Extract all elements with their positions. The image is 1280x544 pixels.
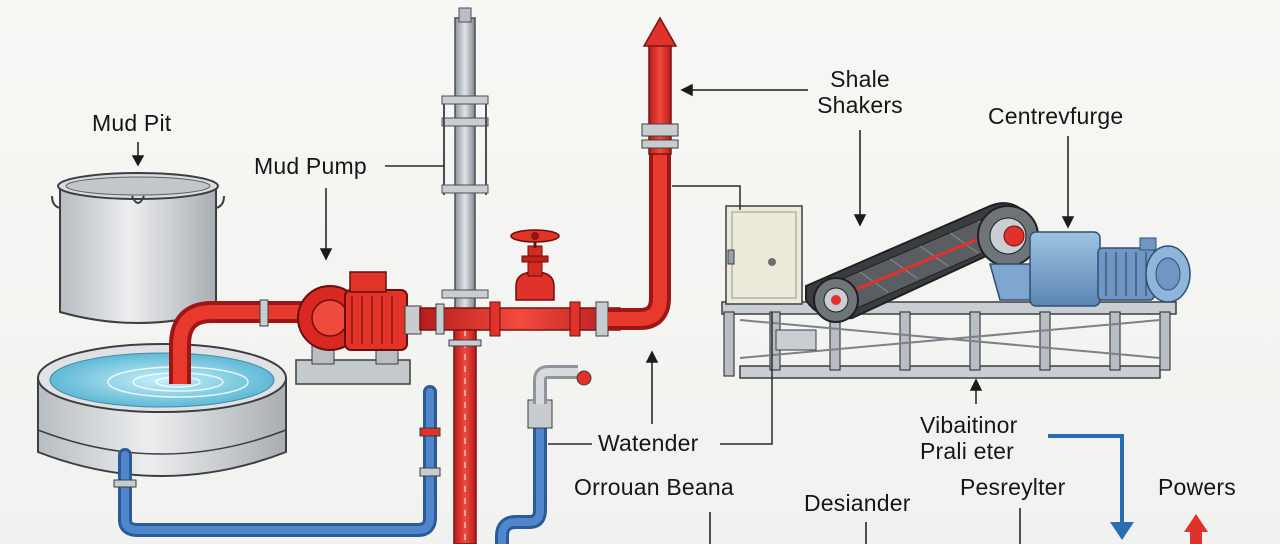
mud-pit-tank bbox=[51, 172, 225, 324]
shale-shakers-label-line1: Shale bbox=[830, 66, 890, 92]
shale-shaker-skid bbox=[721, 301, 1177, 379]
vibrator-label-line1: Vibaitinor bbox=[920, 412, 1018, 438]
red-riser-up-arrow bbox=[641, 16, 679, 155]
centrifuge-motor bbox=[1029, 231, 1191, 307]
powers-label: Powers bbox=[1158, 474, 1236, 500]
red-up-arrow-small bbox=[1184, 514, 1208, 544]
blue-return-pipes bbox=[113, 365, 592, 544]
orrouan-beana-label: Orrouan Beana bbox=[574, 474, 734, 500]
red-vertical-pipe-down bbox=[448, 317, 482, 544]
mud-pit-label: Mud Pit bbox=[92, 110, 172, 136]
red-suction-pipe bbox=[169, 299, 310, 384]
control-box bbox=[725, 205, 803, 305]
blue-flow-arrow bbox=[1048, 434, 1134, 540]
centrifuge-label: Centrevfurge bbox=[988, 103, 1124, 129]
pesreylter-label: Pesreylter bbox=[960, 474, 1066, 500]
vibrator-label: Vibaitinor Prali eter bbox=[920, 412, 1017, 465]
red-discharge-line bbox=[419, 150, 671, 337]
gate-valve bbox=[510, 229, 560, 301]
watender-label: Watender bbox=[598, 430, 699, 456]
desiander-label: Desiander bbox=[804, 490, 911, 516]
shale-shakers-label-line2: Shakers bbox=[817, 92, 903, 119]
mud-pump-label: Mud Pump bbox=[254, 153, 367, 179]
mud-pump bbox=[295, 271, 422, 385]
connector-lines bbox=[385, 165, 773, 445]
shale-shakers-label: Shale Shakers bbox=[810, 66, 910, 119]
water-pit bbox=[37, 343, 287, 477]
vibrator-label-line2: Prali eter bbox=[920, 438, 1015, 465]
pointer-arrows bbox=[131, 83, 1075, 544]
